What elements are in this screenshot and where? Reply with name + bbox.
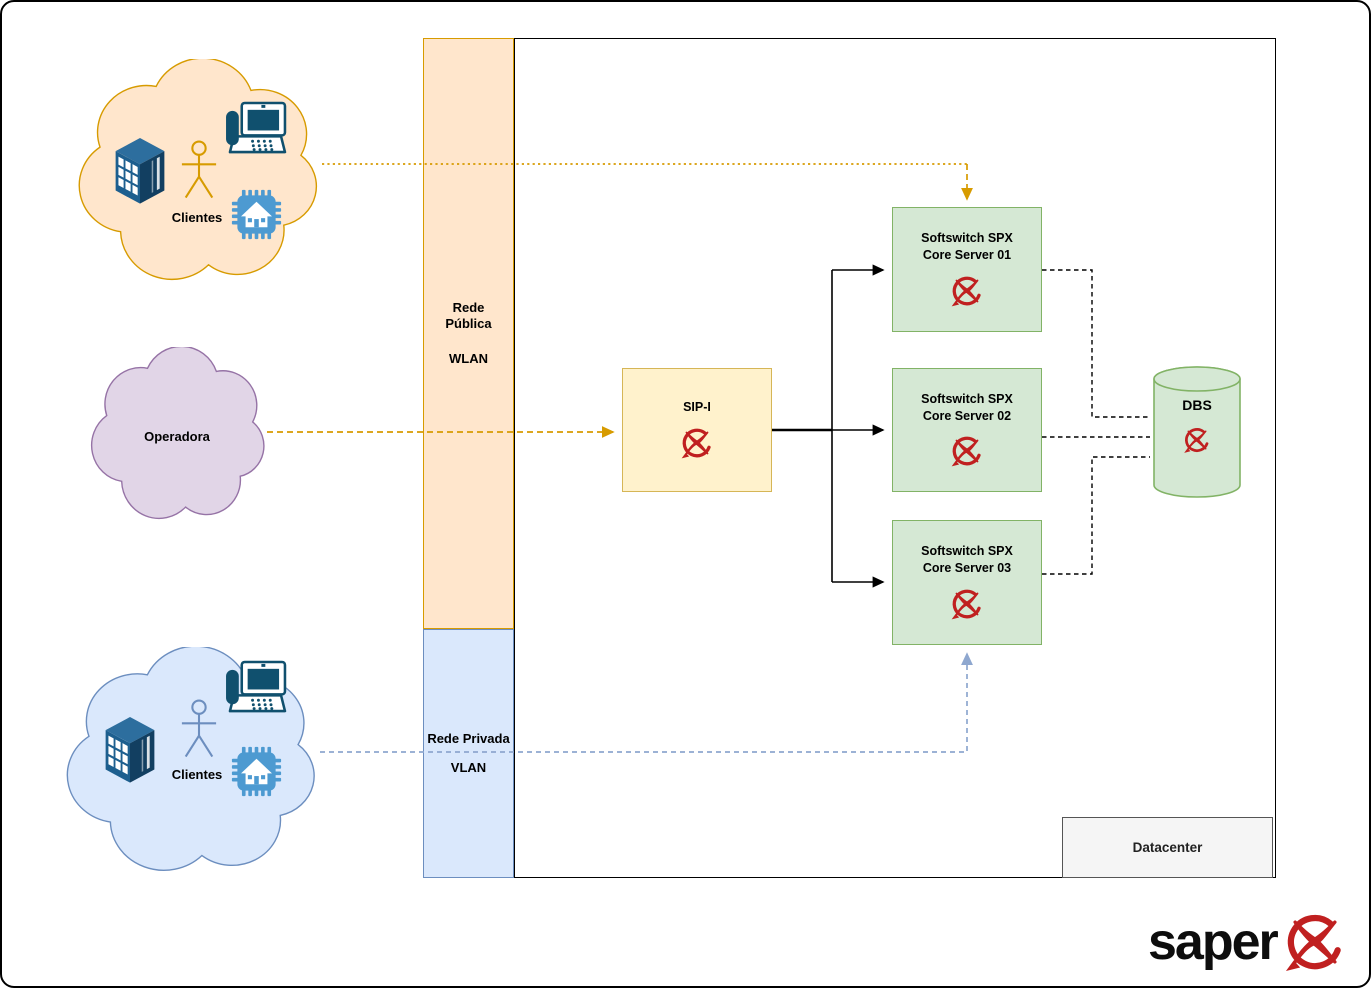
rede-privada-vlan-bar: Rede Privada VLAN	[423, 629, 514, 878]
ss02-label-line1: Softswitch SPX	[921, 391, 1013, 406]
videophone-icon	[224, 101, 287, 156]
saperx-mark-icon	[949, 273, 985, 309]
person-icon	[180, 699, 218, 761]
saperx-wordmark: saper	[1148, 913, 1279, 971]
rede-publica-label-line1: Rede	[452, 300, 485, 316]
rede-publica-label-line2: Pública	[445, 316, 492, 332]
clientes-bottom-label: Clientes	[171, 767, 223, 782]
ss03-label-line1: Softswitch SPX	[921, 544, 1013, 559]
building-icon	[110, 130, 170, 206]
datacenter-boundary	[514, 38, 1276, 878]
softswitch-core-server-02-node: Softswitch SPX Core Server 02	[892, 368, 1042, 492]
wlan-label: WLAN	[449, 350, 488, 366]
smart-home-chip-icon	[231, 189, 282, 240]
ss02-label-line2: Core Server 02	[922, 408, 1012, 423]
softswitch-core-server-03-node: Softswitch SPX Core Server 03	[892, 520, 1042, 645]
rede-publica-wlan-bar: Rede Pública WLAN	[423, 38, 514, 629]
operadora-label: Operadora	[144, 429, 210, 444]
dbs-database: DBS	[1152, 365, 1242, 499]
datacenter-label: Datacenter	[1132, 840, 1203, 855]
rede-privada-label: Rede Privada	[427, 731, 510, 747]
saperx-mark-icon	[949, 586, 985, 622]
sip-i-label: SIP-I	[683, 400, 711, 415]
person-icon	[180, 140, 218, 202]
clientes-top-label: Clientes	[171, 210, 223, 225]
saperx-mark-icon	[949, 433, 985, 469]
smart-home-chip-icon	[231, 746, 282, 797]
datacenter-label-box: Datacenter	[1062, 817, 1273, 878]
softswitch-core-server-01-node: Softswitch SPX Core Server 01	[892, 207, 1042, 332]
videophone-icon	[224, 660, 287, 715]
saperx-logo: saper	[1148, 903, 1349, 981]
vlan-label: VLAN	[450, 759, 487, 775]
dbs-label: DBS	[1182, 397, 1212, 413]
ss01-label-line1: Softswitch SPX	[921, 231, 1013, 246]
ss01-label-line2: Core Server 01	[922, 248, 1012, 262]
building-icon	[100, 709, 160, 785]
saperx-mark-icon	[679, 425, 715, 461]
saperx-mark-icon	[1281, 908, 1349, 976]
ss03-label-line2: Core Server 03	[922, 561, 1012, 575]
saperx-mark-icon	[1182, 425, 1212, 455]
sip-i-node: SIP-I	[622, 368, 772, 492]
database-cylinder-icon	[1153, 366, 1241, 498]
